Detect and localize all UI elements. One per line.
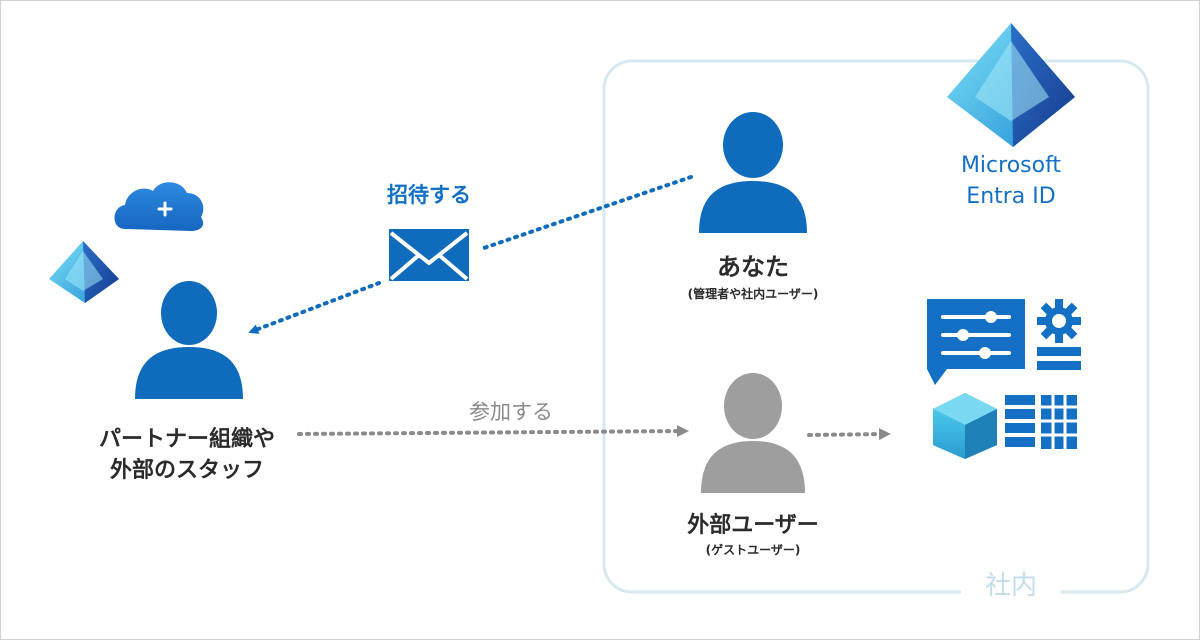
gear-icon <box>1037 299 1081 343</box>
external-user-label: 外部ユーザー <box>687 513 819 538</box>
you-subtitle: (管理者や社内ユーザー) <box>687 287 819 301</box>
gear-bars <box>1037 347 1081 370</box>
internal-boundary-label: 社内 <box>961 565 1061 602</box>
join-label: 参加する <box>469 400 553 424</box>
partner-label-line2: 外部のスタッフ <box>109 458 265 483</box>
you-label: あなた <box>717 253 789 281</box>
access-arrow <box>807 428 891 441</box>
settings-panel-icon <box>927 299 1025 385</box>
internal-boundary <box>602 59 1150 594</box>
entra-label-line2: Entra ID <box>966 184 1056 209</box>
entra-label-line1: Microsoft <box>960 153 1062 178</box>
partner-label-line1: パートナー組織や <box>98 427 276 452</box>
table-icon <box>1005 395 1077 449</box>
external-user-subtitle: (ゲストユーザー) <box>705 543 801 557</box>
invite-arrow-head-segment <box>248 281 381 334</box>
partner-person-icon <box>135 281 243 399</box>
cube-icon <box>933 393 997 459</box>
you-person-icon <box>699 112 807 233</box>
external-person-icon <box>701 373 805 493</box>
cloud-plus-icon <box>114 182 204 231</box>
entra-logo-icon <box>947 23 1075 147</box>
envelope-icon <box>389 229 469 281</box>
entra-diamond-icon <box>49 241 119 303</box>
invite-label: 招待する <box>387 183 471 207</box>
invite-arrow <box>479 175 693 251</box>
join-arrow <box>297 425 689 438</box>
